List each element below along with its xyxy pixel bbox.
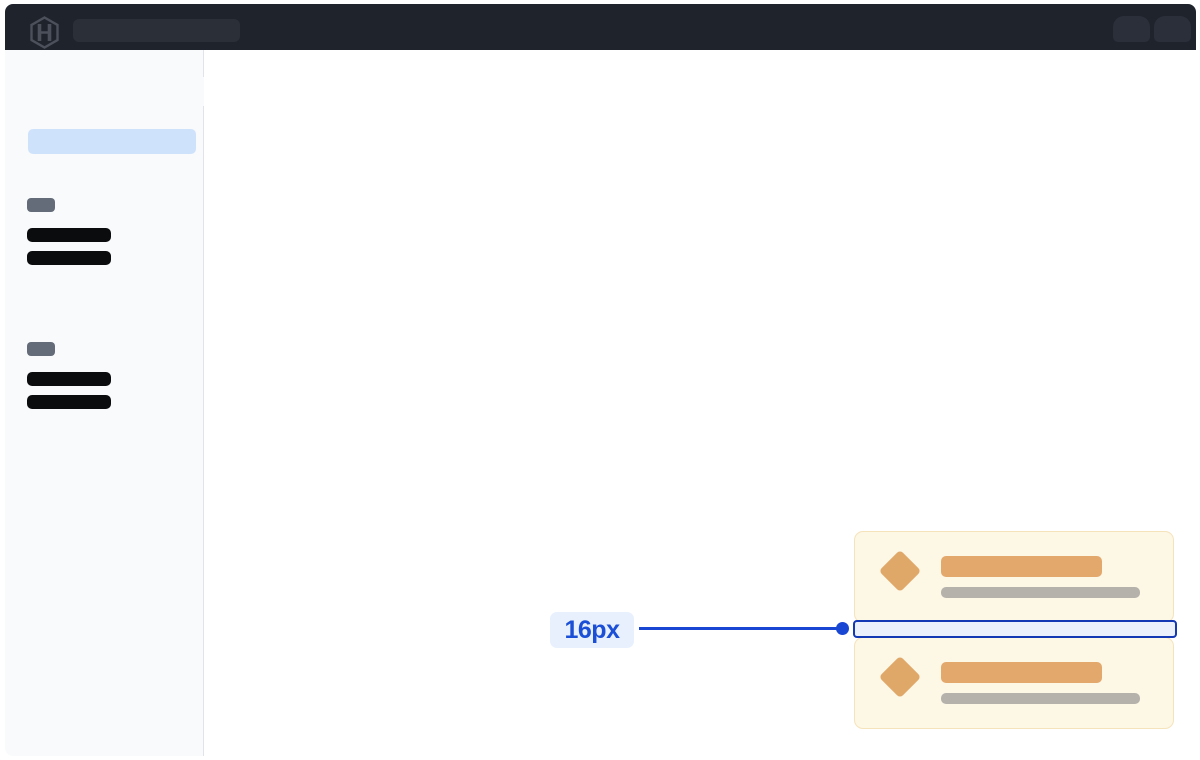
diamond-icon	[878, 549, 922, 593]
sidebar-item-1-0[interactable]	[27, 372, 111, 386]
sidebar-group-label	[27, 198, 55, 212]
gap-leader-dot	[836, 622, 849, 635]
sidebar-group-label	[27, 342, 55, 356]
gap-leader-line	[639, 627, 844, 630]
sidebar-group-1	[27, 198, 111, 265]
gap-highlight-box	[853, 620, 1177, 638]
content-card-1[interactable]	[854, 531, 1174, 623]
sidebar-highlight-row[interactable]	[28, 129, 196, 154]
search-input[interactable]	[73, 19, 240, 42]
header-avatar-2[interactable]	[1154, 16, 1191, 42]
header-bar	[5, 4, 1196, 50]
sidebar	[5, 50, 204, 756]
hexagon-h-logo-icon[interactable]	[28, 16, 61, 49]
sidebar-item-1-1[interactable]	[27, 395, 111, 409]
sidebar-item-0-1[interactable]	[27, 251, 111, 265]
card-subtitle-bar	[941, 693, 1140, 704]
card-subtitle-bar	[941, 587, 1140, 598]
card-title-bar	[941, 556, 1102, 577]
card-title-bar	[941, 662, 1102, 683]
diamond-icon	[878, 655, 922, 699]
header-avatar-1[interactable]	[1113, 16, 1150, 42]
content-card-2[interactable]	[854, 637, 1174, 729]
sidebar-item-0-0[interactable]	[27, 228, 111, 242]
sidebar-group-2	[27, 342, 111, 409]
gap-measure-badge: 16px	[550, 612, 634, 648]
